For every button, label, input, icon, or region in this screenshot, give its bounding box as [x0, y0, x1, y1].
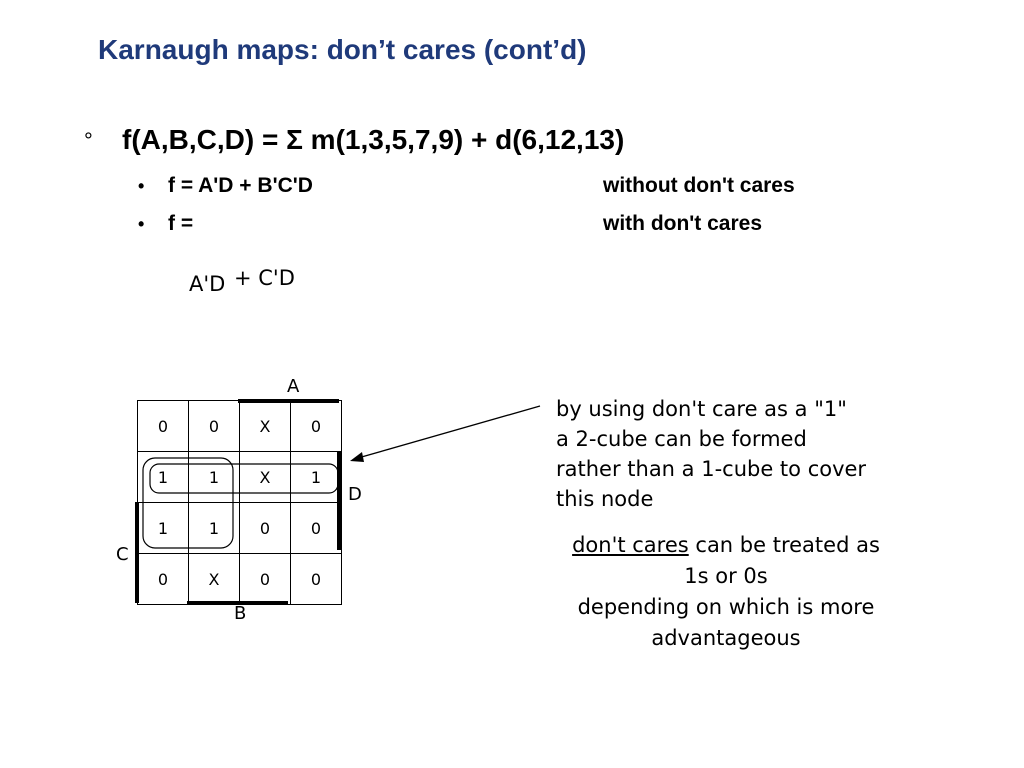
b-range-bar [187, 601, 288, 605]
annotation-line: rather than a 1-cube to cover [556, 457, 867, 481]
sub-bullet-2: • [138, 214, 145, 234]
label-with-dc: with don't cares [603, 212, 763, 235]
kmap-cell: 1 [188, 502, 240, 554]
quad-cube-loop [142, 457, 234, 549]
kmap-cell: X [239, 451, 291, 503]
underlined-term: don't cares [572, 533, 689, 557]
pointer-arrow-line [357, 405, 541, 459]
kmap-cell: 1 [188, 451, 240, 503]
kmap-cell: 1 [137, 502, 189, 554]
kmap-cell: 0 [239, 502, 291, 554]
expr-without-dc: f = A'D + B'C'D [168, 174, 313, 197]
a-range-bar [238, 399, 339, 403]
var-label-a: A [287, 376, 300, 397]
kmap-row: 1 1 X 1 [137, 451, 342, 503]
kmap-cell: 0 [188, 400, 240, 452]
annotation-line: this node [556, 487, 654, 511]
slide-title: Karnaugh maps: don’t cares (cont’d) [98, 34, 587, 65]
c-range-bar [135, 502, 139, 603]
main-bullet: ° [84, 128, 93, 153]
kmap-cell: 1 [290, 451, 342, 503]
kmap-cell: X [239, 400, 291, 452]
kmap-row: 1 1 0 0 [137, 502, 342, 554]
kmap-cell: 0 [290, 553, 342, 605]
annotation-line: depending on which is more [577, 595, 875, 619]
annotation-line: don't cares can be treated as [540, 530, 912, 561]
label-without-dc: without don't cares [603, 174, 795, 197]
kmap-cell: 0 [290, 502, 342, 554]
kmap-cell: 0 [290, 400, 342, 452]
annotation-line: 1s or 0s [684, 564, 768, 588]
var-label-c: C [116, 544, 129, 565]
annotation-line: a 2-cube can be formed [556, 427, 807, 451]
kmap-row: 0 X 0 0 [137, 553, 342, 605]
function-definition: f(A,B,C,D) = Σ m(1,3,5,7,9) + d(6,12,13) [122, 124, 625, 155]
sub-bullet-1: • [138, 176, 145, 196]
annotation-text: can be treated as [688, 533, 880, 557]
d-range-bar [337, 451, 341, 550]
annotation-line: by using don't care as a "1" [556, 397, 847, 421]
karnaugh-map: 0 0 X 0 1 1 X 1 1 1 0 0 0 X 0 0 [137, 400, 342, 605]
kmap-cell: 0 [239, 553, 291, 605]
row-cube-loop [149, 463, 339, 494]
answer-term-1: A'D [189, 272, 226, 296]
var-label-d: D [348, 484, 362, 505]
kmap-row: 0 0 X 0 [137, 400, 342, 452]
var-label-b: B [234, 603, 247, 624]
kmap-cell: X [188, 553, 240, 605]
annotation-dont-cares: don't cares can be treated as 1s or 0s d… [540, 530, 912, 654]
annotation-line: advantageous [651, 626, 801, 650]
expr-with-dc: f = [168, 212, 194, 235]
annotation-cube: by using don't care as a "1" a 2-cube ca… [556, 394, 936, 514]
answer-term-2: + C'D [234, 266, 295, 290]
pointer-arrow-head [350, 452, 364, 462]
